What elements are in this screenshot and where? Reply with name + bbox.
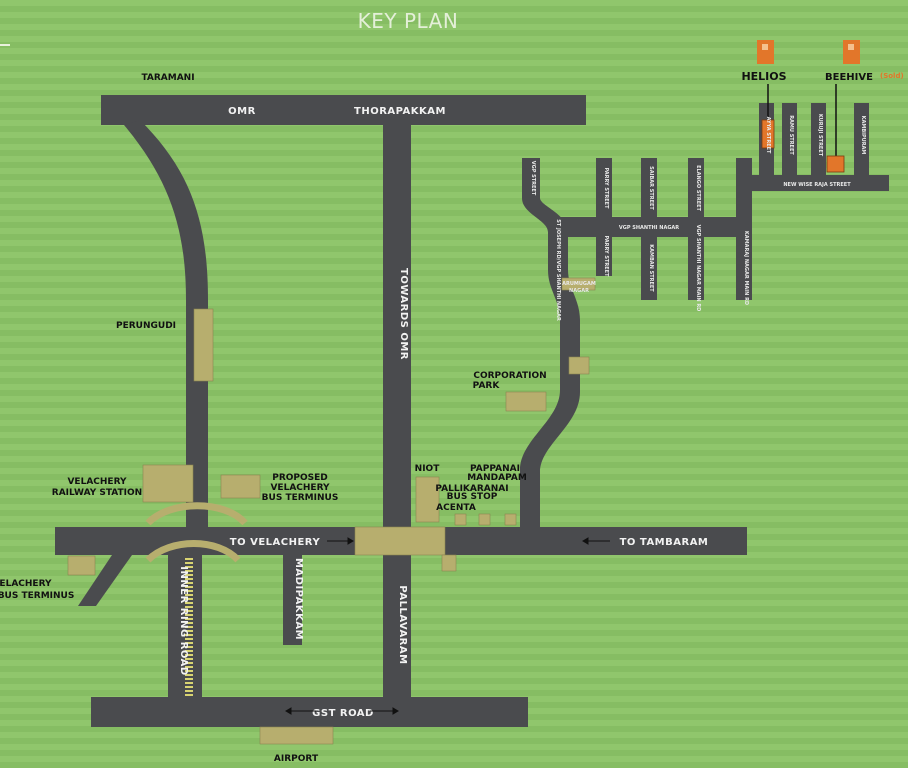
to-velachery-label: TO VELACHERY [230,537,321,548]
road-pallavaram [383,553,411,725]
helios-label: HELIOS [741,70,786,83]
vgp-shanthi-nagar-label: VGP SHANTHI NAGAR [619,225,679,231]
arumugam-nagar-block [561,277,596,291]
road-gst [91,697,528,727]
omr-label: OMR [228,106,256,117]
velachery-railway-label-1: VELACHERY [67,477,127,487]
road-kuruji-street [811,103,826,177]
inner-ring-road-label: INNER RING ROAD [178,566,189,675]
road-kamaraj-nagar [736,158,752,300]
road-towards-omr [383,120,411,530]
road-kambipuram [854,103,869,177]
velachery-bus-terminus-label-2: BUS TERMINUS [0,591,74,601]
helios-logo-icon [757,40,774,64]
gst-road-label: GST ROAD [312,708,374,719]
landmarks [67,277,596,745]
parry-street-1-label: PARRY STREET [603,168,609,210]
helios-plot [761,119,775,149]
arumugam-label-2: NAGAR [569,288,589,294]
vgp-grid [550,103,889,300]
junction-block [354,526,446,556]
proposed-terminus-label-3: BUS TERMINUS [262,493,339,503]
pallavaram-label: PALLAVARAM [397,585,408,664]
bus-stop-label-2: BUS STOP [447,492,498,502]
road-omr [101,95,586,125]
proposed-terminus-label-2: VELACHERY [270,483,330,493]
to-tambaram-label: TO TAMBARAM [620,537,709,548]
taramani-label: TARAMANI [141,73,194,83]
proposed-terminus-label-1: PROPOSED [272,473,328,483]
road-parry-street-2 [596,236,612,276]
bus-stop-block [478,513,491,526]
road-bus-terminus-link [78,555,132,606]
airport-block [259,726,334,745]
airport-label: AIRPORT [274,754,319,764]
arumugam-label-1: ARUMUGAM [562,281,596,287]
ayya-street-label: AYYA STREET [765,117,771,154]
kambipuram-label: KAMBIPURAM [860,116,866,155]
sabala-street-label: SAIBAR STREET [648,166,654,210]
road-sabala-street [641,158,657,218]
road-inner-ring [168,553,202,698]
velachery-railway-block [142,464,194,503]
road-taramani-velachery [124,120,208,528]
small-block [441,554,457,572]
perungudi-label: PERUNGUDI [116,321,176,331]
vgp-street-label: VGP STREET [530,161,536,196]
road-ramu-street [782,103,797,177]
pappanai-block [504,513,517,526]
kamban-street-label: KAMBAN STREET [648,244,654,292]
road-parry-street-1 [596,158,612,218]
beehive-label: BEEHIVE [825,72,873,83]
kamaraj-nagar-label: KAMARAJ NAGAR MAIN RD [743,231,749,305]
pappanai-label-1: PAPPANAI [470,464,520,474]
direction-arrows [285,537,610,715]
perungudi-block [193,308,214,382]
road-madipakkam [283,553,302,645]
ramu-street-label: RAMU STREET [788,115,794,155]
niot-label: NIOT [415,464,441,474]
road-kamban-street [641,236,657,300]
elango-street-label: ELANGO STREET [695,165,701,211]
velachery-bus-terminus-label-1: VELACHERY [0,579,52,589]
flyover-arc-bottom [145,540,241,563]
velachery-bus-terminus-block [67,555,96,576]
new-wise-raja-street-label: NEW WISE RAJA STREET [783,182,851,188]
project-markers: HELIOS BEEHIVE (Sold) [741,40,904,173]
flyover-arc-top [145,502,248,526]
beehive-plot [826,155,845,173]
map-title: KEY PLAN [358,9,459,33]
madipakkam-label: MADIPAKKAM [293,558,304,640]
road-new-wise-raja-street [744,175,889,191]
road-main-rd [688,236,704,300]
proposed-terminus-block [220,474,261,499]
bus-stop-label-1: PALLIKARANAI [435,484,508,494]
vgp-main-rd-label: VGP SHANTHI NAGAR MAIN RD [695,225,701,312]
corporation-park-block [505,391,547,412]
towards-omr-label: TOWARDS OMR [398,268,409,360]
st-joseph-rd-label: ST JOSEPH RD/VGP SHANTHI NAGAR [555,219,561,321]
road-elango-street [688,158,704,218]
niot-block [415,476,440,523]
pappanai-label-2: MANDAPAM [467,473,527,483]
road-vgp-shanthi-nagar [550,217,750,237]
corporation-small-block [568,356,590,375]
beehive-status: (Sold) [880,72,904,80]
road-pallikaranai-link [520,158,580,527]
velachery-railway-label-2: RAILWAY STATION [52,488,142,498]
acenta-label: ACENTA [436,503,476,513]
kuruji-street-label: KURUJI STREET [817,114,823,157]
parry-street-2-label: PARRY STREET [603,236,609,278]
thorapakkam-label: THORAPAKKAM [354,106,446,117]
corporation-park-label-1: CORPORATION [473,371,546,381]
corporation-park-label-2: PARK [473,381,501,391]
acenta-block [454,513,467,526]
beehive-logo-icon [843,40,860,64]
edge-mark [0,44,10,46]
